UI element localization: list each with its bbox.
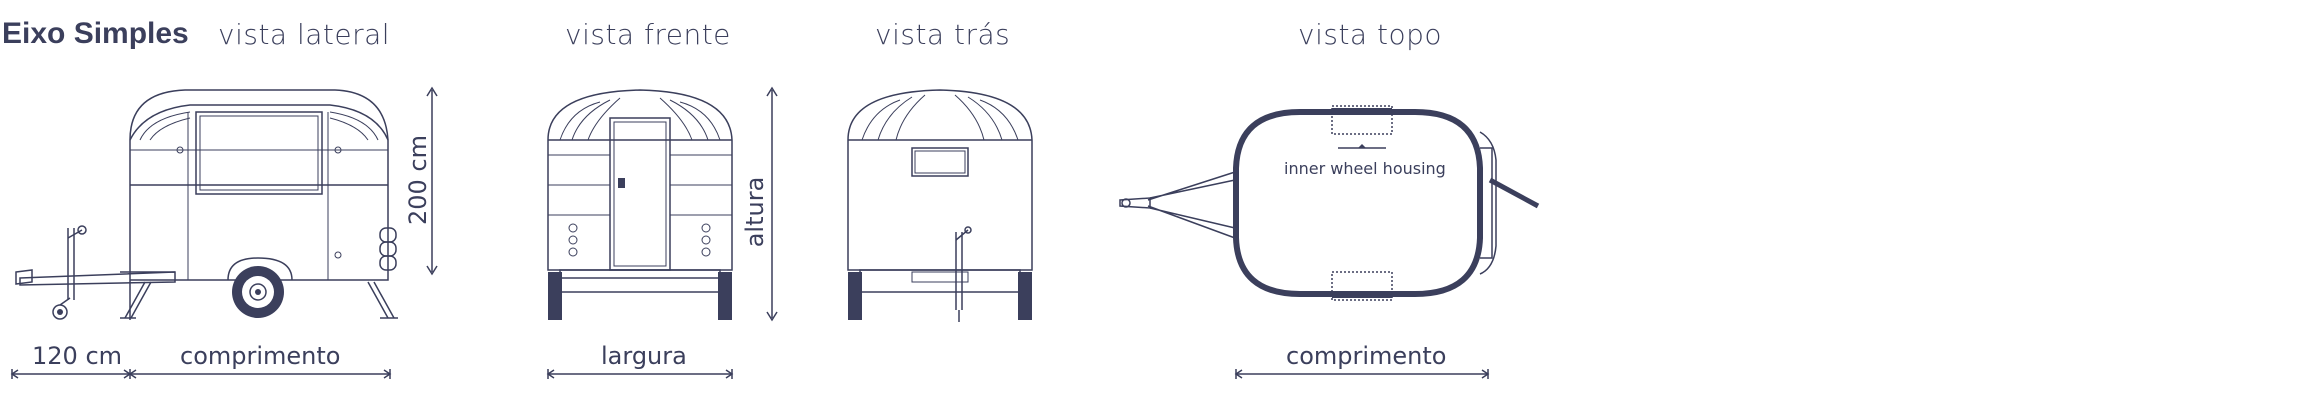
height-value-label: 200 cm xyxy=(404,134,432,226)
side-length-label: comprimento xyxy=(180,342,341,370)
width-label: largura xyxy=(601,342,687,370)
front-view-drawing xyxy=(546,86,778,379)
top-view-label: vista topo xyxy=(1298,18,1442,51)
side-view-drawing xyxy=(10,86,438,379)
top-length-label: comprimento xyxy=(1286,342,1447,370)
wheel-housing-annotation: inner wheel housing xyxy=(1284,159,1446,178)
top-view-drawing xyxy=(1119,105,1540,379)
height-label: altura xyxy=(741,176,769,248)
page-title: Eixo Simples xyxy=(2,17,189,50)
back-view-label: vista trás xyxy=(875,18,1011,51)
side-view-label: vista lateral xyxy=(218,18,391,51)
hitch-length-label: 120 cm xyxy=(32,342,123,370)
front-view-label: vista frente xyxy=(565,18,731,51)
back-view-drawing xyxy=(847,89,1033,322)
